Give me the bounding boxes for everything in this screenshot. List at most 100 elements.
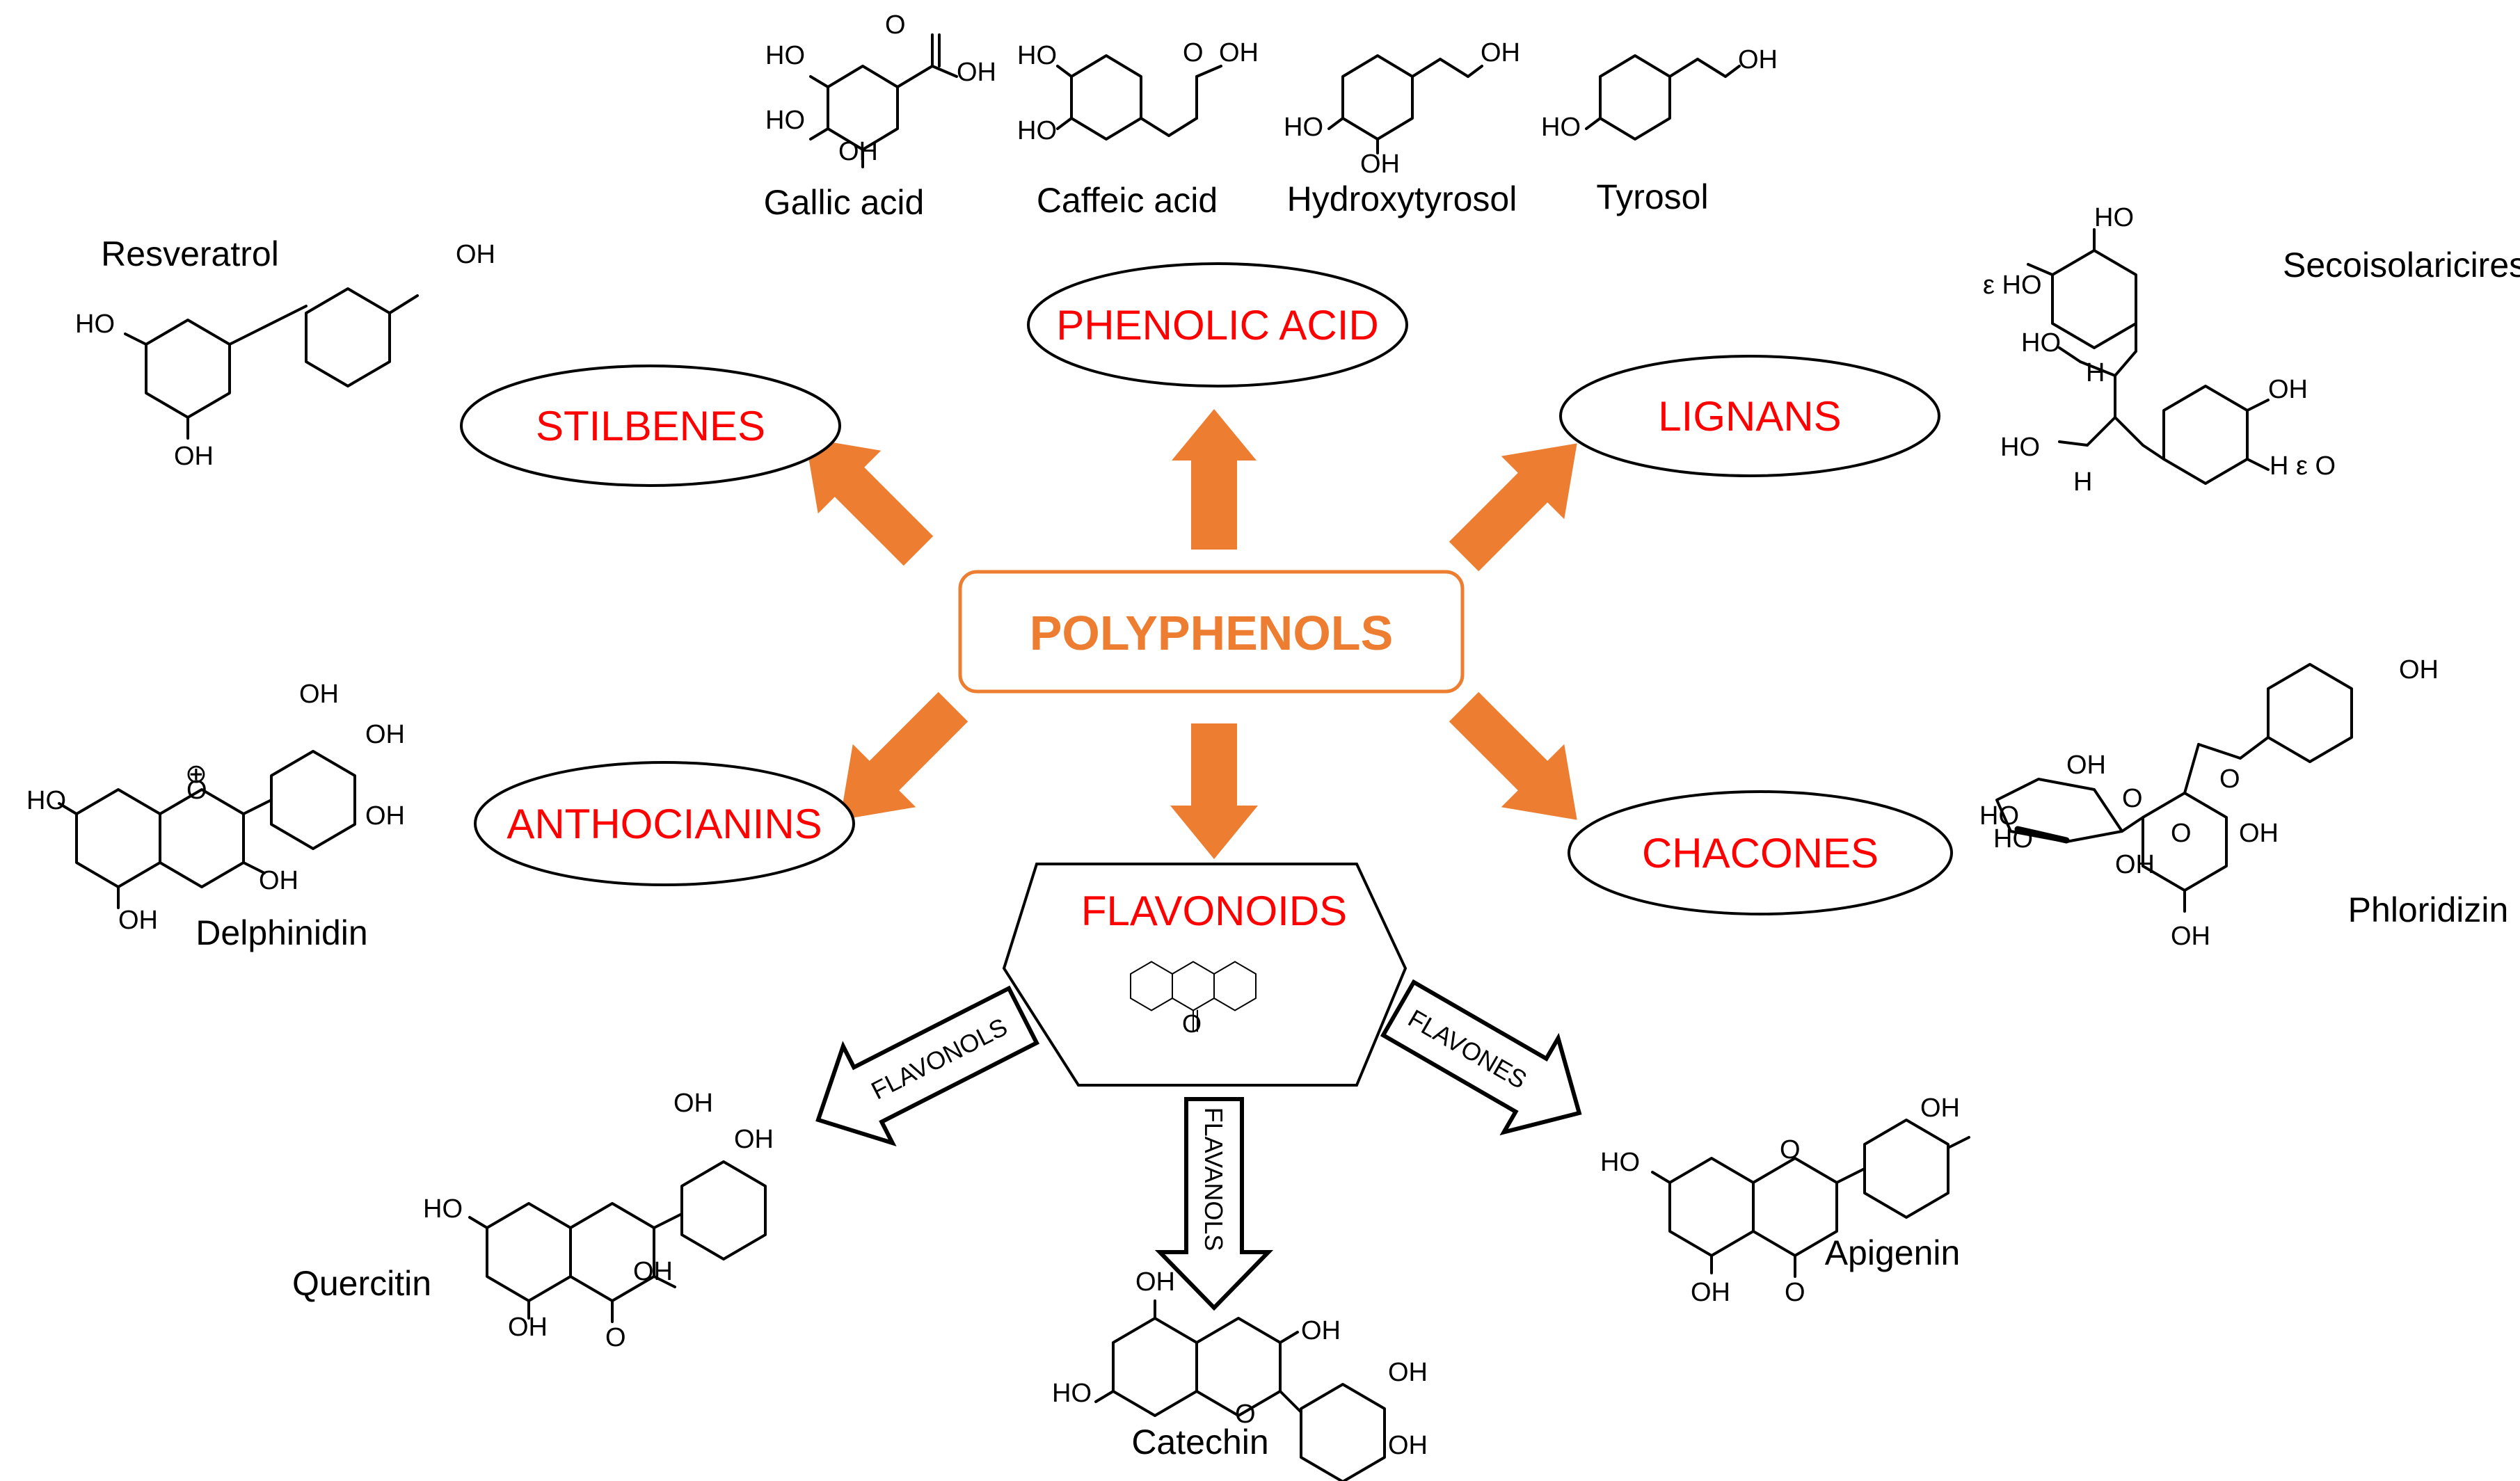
catechin-ho: HO [1052,1379,1092,1408]
caffeic-acid-structure [1056,54,1222,141]
phloridizin-o-glyco: O [2171,819,2192,848]
caffeic-acid-oh: OH [1219,38,1259,67]
stilbenes-label: STILBENES [536,403,765,449]
chacones-node: CHACONES [1568,790,1953,915]
polyphenols-label: POLYPHENOLS [1030,606,1394,660]
delphinidin-ho: HO [26,786,66,815]
delphinidin-plus: ⊕ [185,760,207,789]
tyrosol-ho: HO [1541,113,1581,142]
gallic-acid-oh-1: OH [957,58,996,87]
phloridizin-ho-2: HO [1993,824,2033,854]
anthocianins-label: ANTHOCIANINS [507,801,822,847]
catechin-oh-1: OH [1135,1267,1175,1297]
hydroxytyrosol-ho: HO [1284,113,1323,142]
delphinidin-oh-4: OH [365,720,405,749]
arrow-to-chacones [1449,691,1577,820]
flavones-arrow: FLAVONES [1380,979,1582,1136]
delphinidin-oh-1: OH [118,906,158,935]
hydroxytyrosol-oh-2: OH [1360,150,1400,179]
caffeic-acid-ho-1: HO [1017,41,1057,70]
caffeic-acid-label: Caffeic acid [1037,181,1218,220]
arrow-to-anthocianins [840,691,968,820]
secoisolariciresinol-h-1: H [2086,358,2105,387]
phenolic-acid-node: PHENOLIC ACID [1027,262,1408,387]
apigenin-oh-2: OH [1691,1278,1730,1307]
phloridizin-oh-1: OH [2399,655,2439,685]
gallic-acid-label: Gallic acid [764,183,925,222]
catechin-oh-2: OH [1301,1316,1341,1345]
resveratrol-ho: HO [75,310,115,339]
tyrosol-label: Tyrosol [1596,177,1708,216]
polyphenols-node: POLYPHENOLS [958,570,1465,694]
phloridizin-o-keto: O [2219,764,2240,794]
delphinidin-structure [58,750,356,909]
resveratrol-oh-2: OH [456,240,495,269]
phloridizin-o-ring: O [2122,784,2143,813]
secoisolariciresinol-ch3-2: H ε O [2270,451,2336,481]
secoisolariciresinol-ho-2: HO [2021,328,2061,358]
phloridizin-oh-4: OH [2239,819,2279,848]
quercitin-label: Quercitin [292,1264,431,1303]
catechin-label: Catechin [1131,1423,1268,1462]
phloridizin-ho-1: HO [1979,801,2019,831]
caffeic-acid-o: O [1183,38,1204,67]
apigenin-o-keto: O [1785,1278,1805,1307]
chacones-label: CHACONES [1642,830,1879,876]
phloridizin-oh-3: OH [2115,850,2155,879]
phloridizin-oh-2: OH [2066,751,2106,780]
tyrosol-oh: OH [1738,45,1778,74]
arrow-to-stilbenes [805,438,934,566]
gallic-acid-ho-2: HO [765,106,805,135]
apigenin-structure [1651,1119,1970,1278]
quercitin-o: O [605,1323,626,1352]
arrow-to-phenolic-acid [1172,409,1257,550]
quercitin-ho: HO [423,1194,463,1224]
flavanols-label: FLAVANOLS [1199,1107,1228,1251]
apigenin-oh-1: OH [1920,1094,1960,1123]
stilbenes-node: STILBENES [460,365,841,487]
delphinidin-label: Delphinidin [196,913,367,952]
phloridizin-structure [1995,663,2353,913]
arrow-to-flavonoids [1170,723,1258,859]
secoisolariciresinol-oh: OH [2268,375,2308,404]
resveratrol-oh-1: OH [174,442,214,471]
resveratrol-label: Resveratrol [101,234,279,273]
apigenin-o-ring: O [1780,1135,1801,1164]
gallic-acid-o: O [885,10,906,40]
catechin-oh-3: OH [1388,1358,1428,1387]
apigenin-label: Apigenin [1825,1233,1961,1272]
flavone-skeleton-structure [1130,961,1257,1032]
phloridizin-oh-5: OH [2171,922,2210,951]
secoisolariciresinol-ho-1: HO [2094,203,2134,232]
hydroxytyrosol-label: Hydroxytyrosol [1287,179,1517,218]
flavonoids-node: FLAVONOIDS O [1002,863,1407,1087]
lignans-label: LIGNANS [1658,393,1841,440]
secoisolariciresinol-ho-3: HO [2000,433,2040,462]
catechin-oh-4: OH [1388,1431,1428,1460]
caffeic-acid-ho-2: HO [1017,116,1057,145]
delphinidin-o: O [186,776,207,805]
secoisolariciresinol-structure [2027,228,2270,485]
hydroxytyrosol-oh-1: OH [1481,38,1520,67]
catechin-o: O [1235,1400,1256,1429]
hydroxytyrosol-structure [1327,54,1483,154]
secoisolariciresinol-h-2: H [2073,467,2092,497]
flavonoids-label: FLAVONOIDS [1081,888,1347,934]
quercitin-oh-4: OH [734,1125,774,1154]
gallic-acid-ho-1: HO [765,41,805,70]
flavanols-arrow: FLAVANOLS [1154,1097,1274,1311]
delphinidin-oh-3: OH [299,680,339,709]
gallic-acid-structure [809,33,958,168]
quercitin-oh-2: OH [633,1257,673,1286]
flavone-ring-oxygen: O [1182,1009,1202,1038]
delphinidin-oh-2: OH [259,866,298,895]
phloridizin-label: Phloridizin [2348,890,2509,929]
arrow-to-lignans [1449,443,1577,572]
quercitin-structure [468,1160,767,1323]
secoisolariciresinol-label: Secoisolariciresinol [2283,246,2520,285]
resveratrol-structure [124,287,419,440]
lignans-node: LIGNANS [1559,355,1940,477]
flavonols-arrow: FLAVONOLS [815,985,1040,1146]
gallic-acid-oh-2: OH [838,137,878,166]
